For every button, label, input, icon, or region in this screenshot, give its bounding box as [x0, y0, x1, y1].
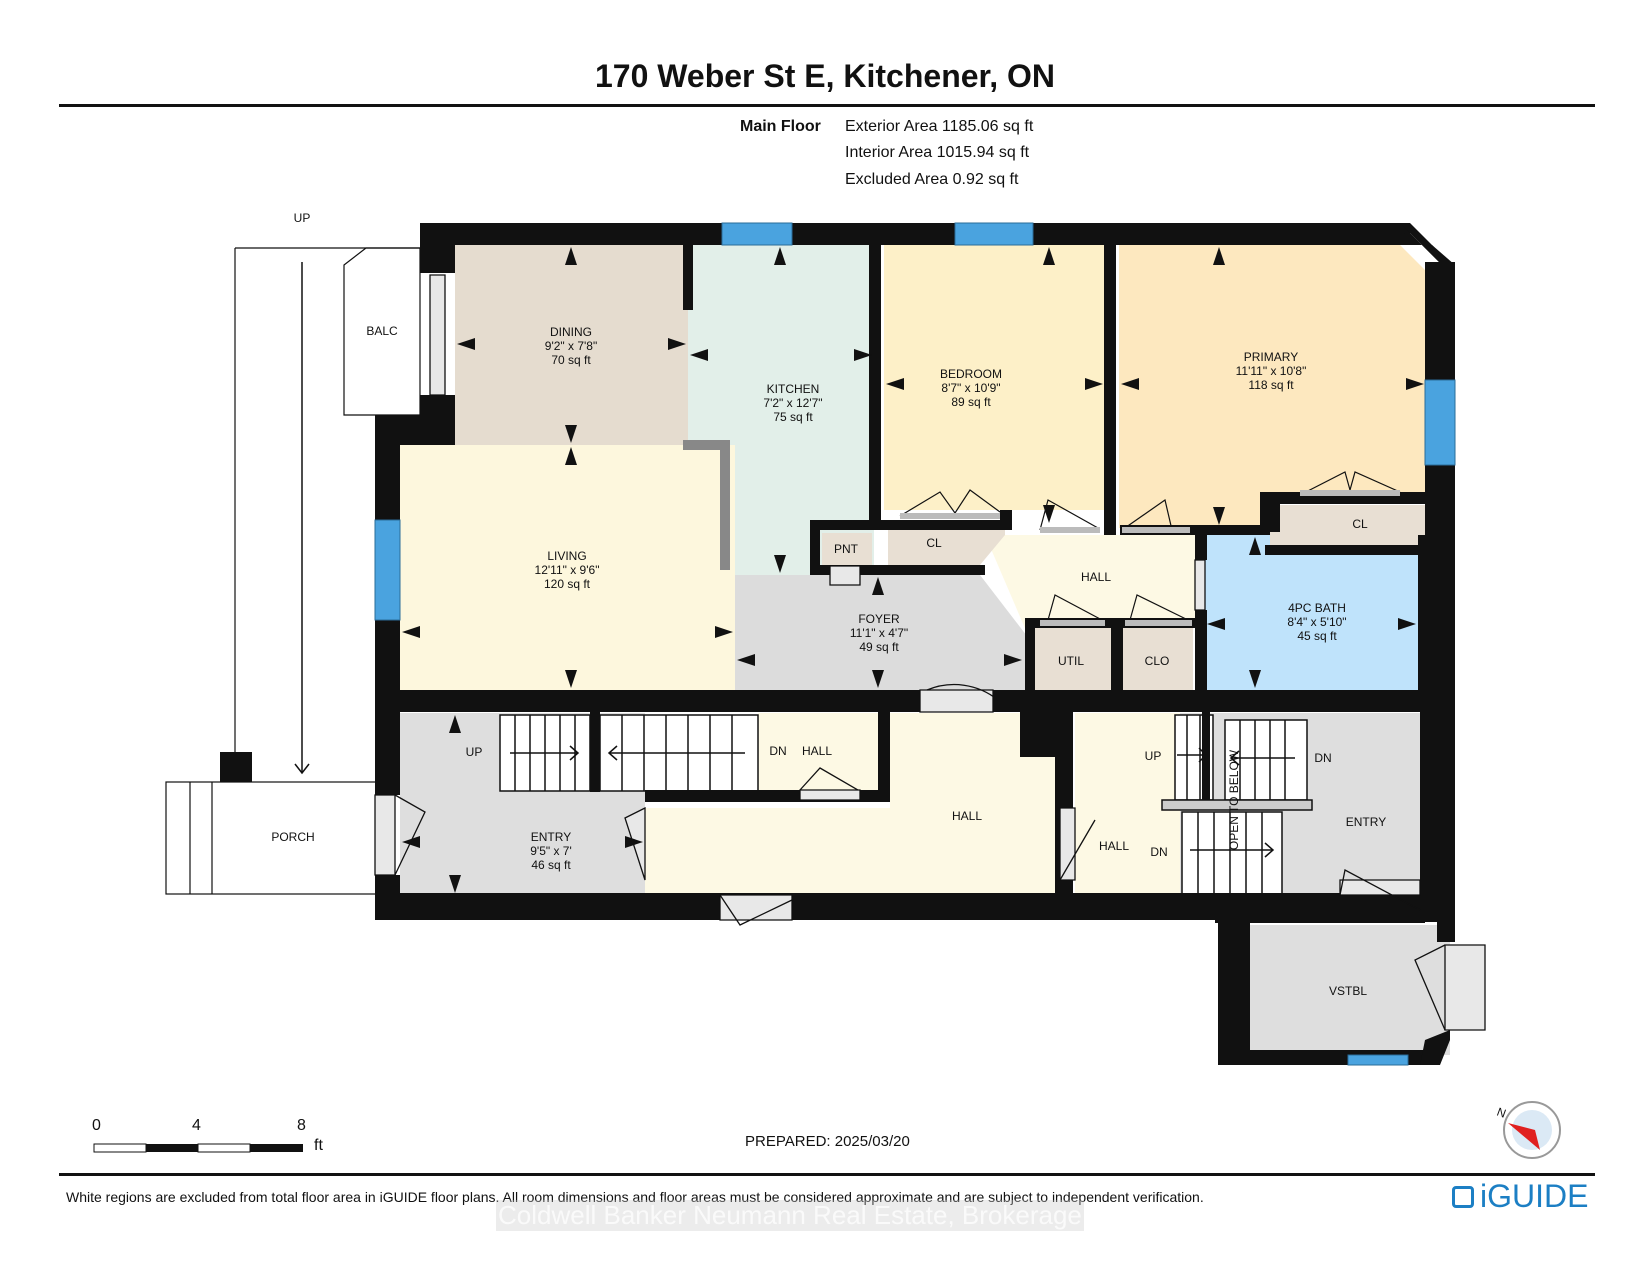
scale-unit: ft [314, 1137, 323, 1154]
living-room [400, 445, 735, 690]
balc-label: BALC [366, 324, 398, 338]
living-area: 120 sq ft [544, 577, 591, 591]
post [220, 752, 252, 782]
entry-left-area: 46 sq ft [531, 858, 571, 872]
prepared-date: PREPARED: 2025/03/20 [745, 1133, 910, 1150]
kitchen-area: 75 sq ft [773, 410, 813, 424]
hall-small-label: HALL [802, 744, 832, 758]
closet-primary [1270, 505, 1425, 545]
primary-room [1119, 245, 1425, 528]
hall-right-label: HALL [1099, 839, 1129, 853]
closet-clo [1121, 628, 1193, 693]
dining-name: DINING [550, 325, 592, 339]
bedroom-room [884, 245, 1109, 510]
bedroom-area: 89 sq ft [951, 395, 991, 409]
hall-mid-label: HALL [952, 809, 982, 823]
bedroom-dims: 8'7" x 10'9" [941, 381, 1000, 395]
bath-dims: 8'4" x 5'10" [1287, 615, 1346, 629]
dining-area: 70 sq ft [551, 353, 591, 367]
disclaimer: White regions are excluded from total fl… [66, 1189, 1204, 1205]
utility-room [1033, 628, 1111, 693]
clo-label: CLO [1145, 654, 1170, 668]
living-name: LIVING [547, 549, 586, 563]
util-label: UTIL [1058, 654, 1084, 668]
floor-name: Main Floor [740, 118, 821, 135]
porch-label: PORCH [271, 830, 314, 844]
scale-bar [93, 1143, 303, 1153]
vestibule-room [1250, 925, 1450, 1055]
foyer-name: FOYER [858, 612, 900, 626]
primary-name: PRIMARY [1244, 350, 1298, 364]
up-stair-left-label: UP [466, 745, 483, 759]
hall-small-room [758, 713, 878, 791]
foyer-area: 49 sq ft [859, 640, 899, 654]
entry-left-dims: 9'5" x 7' [530, 844, 572, 858]
dimension-arrows [402, 247, 1424, 893]
hall-mid-room [645, 808, 1060, 895]
primary-dims: 11'11" x 10'8" [1236, 364, 1307, 378]
dining-dims: 9'2" x 7'8" [545, 339, 597, 353]
interior-area: Interior Area 1015.94 sq ft [845, 144, 1030, 161]
porch [165, 781, 377, 895]
header-rule [59, 104, 1595, 107]
scale-tick-8: 8 [297, 1117, 306, 1134]
primary-area: 118 sq ft [1248, 378, 1294, 392]
entry-left-name: ENTRY [531, 830, 571, 844]
open-to-below-label: OPEN TO BELOW [1227, 749, 1241, 850]
cl-primary-label: CL [1352, 517, 1368, 531]
dn-right-top-label: DN [1314, 751, 1331, 765]
up-right-label: UP [1145, 749, 1162, 763]
compass-icon [1503, 1101, 1561, 1159]
closet-bedroom [888, 525, 1005, 565]
page-title: 170 Weber St E, Kitchener, ON [594, 58, 1055, 94]
up-outside-label: UP [294, 211, 311, 225]
excluded-area: Excluded Area 0.92 sq ft [845, 171, 1019, 188]
dn-hall-label: DN [769, 744, 786, 758]
footer-rule [59, 1173, 1595, 1176]
iguide-logo-icon [1452, 1186, 1474, 1208]
bath-area: 45 sq ft [1297, 629, 1337, 643]
closet-doors [899, 471, 1401, 626]
exterior-area: Exterior Area 1185.06 sq ft [845, 118, 1034, 135]
dining-room [455, 245, 688, 445]
pnt-label: PNT [834, 542, 859, 556]
kitchen-name: KITCHEN [767, 382, 820, 396]
bedroom-name: BEDROOM [940, 367, 1002, 381]
hall-top-room [985, 535, 1195, 640]
kitchen-dims: 7'2" x 12'7" [763, 396, 822, 410]
watermark: Coldwell Banker Neumann Real Estate, Bro… [496, 1200, 1084, 1231]
dn-right-bottom-label: DN [1150, 845, 1167, 859]
scale-tick-0: 0 [92, 1117, 101, 1134]
entry-right-label: ENTRY [1346, 815, 1386, 829]
exterior-stairs [234, 247, 420, 752]
stair-arrows [294, 262, 1295, 858]
scale-tick-4: 4 [192, 1117, 201, 1134]
foyer-room [735, 575, 1030, 690]
cl-bedroom-label: CL [926, 536, 942, 550]
foyer-dims: 11'1" x 4'7" [850, 626, 908, 640]
stairs-right [1161, 714, 1313, 895]
pantry [822, 533, 872, 566]
windows [374, 222, 1456, 1066]
bath-name: 4PC BATH [1288, 601, 1346, 615]
vstbl-label: VSTBL [1329, 984, 1367, 998]
iguide-logo: iGUIDE [1480, 1178, 1589, 1214]
hall-top-label: HALL [1081, 570, 1111, 584]
balcony [343, 247, 421, 416]
bath-room [1205, 535, 1418, 690]
living-dims: 12'11" x 9'6" [535, 563, 600, 577]
